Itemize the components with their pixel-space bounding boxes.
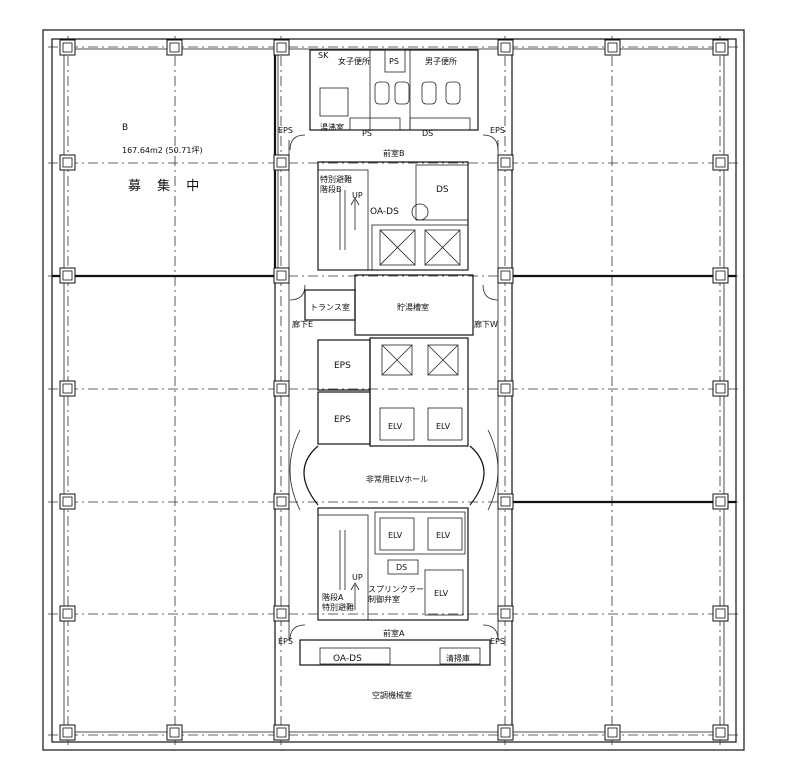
ds-top-label: DS (422, 129, 433, 138)
ps2-label: PS (362, 129, 372, 138)
mens-restroom-label: 男子便所 (425, 56, 457, 66)
column (712, 605, 729, 622)
column (497, 154, 514, 171)
tenant-status-label: 募 集 中 (128, 178, 205, 194)
column (59, 605, 76, 622)
column (497, 493, 514, 510)
ds-low-label: DS (396, 563, 407, 572)
ac-room-label: 空調機械室 (372, 690, 412, 700)
eps-2-label: EPS (334, 415, 351, 425)
column (166, 724, 183, 741)
column (497, 605, 514, 622)
eps-sw-label: EPS (278, 637, 293, 646)
column (497, 39, 514, 56)
upper-core (317, 161, 469, 271)
transformer-room-label: トランス室 (310, 302, 350, 312)
column (712, 493, 729, 510)
column (273, 605, 290, 622)
womens-restroom-label: 女子便所 (338, 56, 370, 66)
sk-label: SK (318, 51, 329, 60)
building-outline (42, 29, 745, 751)
tenant-section-label: B (122, 123, 128, 133)
column (712, 154, 729, 171)
restroom-block (309, 49, 479, 131)
column (59, 267, 76, 284)
bottom-rooms (289, 134, 499, 666)
column (604, 724, 621, 741)
column (273, 724, 290, 741)
column (497, 380, 514, 397)
column (497, 724, 514, 741)
column (273, 493, 290, 510)
tenant-area-label: 167.64m2 (50.71坪) (122, 146, 203, 155)
column (166, 39, 183, 56)
column (604, 39, 621, 56)
mid-rooms (289, 274, 499, 336)
column (712, 267, 729, 284)
elv-hall (289, 429, 499, 511)
eps-nw-label: EPS (278, 126, 293, 135)
up-b-label: UP (352, 191, 363, 200)
column (59, 493, 76, 510)
columns (59, 39, 729, 741)
eps-1-label: EPS (334, 361, 351, 371)
oa-ds-low-label: OA-DS (333, 654, 362, 664)
elv-hall-label: 非常用ELVホール (366, 474, 428, 484)
ps-label: PS (389, 57, 399, 66)
front-room-a-label: 前室A (383, 628, 405, 638)
column (59, 724, 76, 741)
front-room-b-label: 前室B (383, 148, 405, 158)
corridor-w-label: 廊下W (474, 319, 498, 329)
special-evac-label: 特別避難 (322, 602, 354, 612)
elv-3-label: ELV (388, 531, 403, 540)
eps-ne-label: EPS (490, 126, 505, 135)
column (273, 154, 290, 171)
stair-a-label: 階段A (322, 592, 344, 602)
eps-se-label: EPS (490, 637, 505, 646)
oa-ds-mid-label: OA-DS (370, 207, 399, 217)
cleaning-room-label: 清掃庫 (446, 653, 470, 663)
mid-elevators (317, 337, 469, 447)
corridor-e-label: 廊下E (292, 319, 313, 329)
special-stair-b-label: 特別避難階段B (320, 174, 352, 194)
column (712, 39, 729, 56)
elv-4-label: ELV (436, 531, 451, 540)
elv-2-label: ELV (436, 422, 451, 431)
column (59, 380, 76, 397)
storage-room-label: 貯湯槽室 (397, 302, 429, 312)
column (273, 39, 290, 56)
up-a-label: UP (352, 573, 363, 582)
column (59, 39, 76, 56)
elv-1-label: ELV (388, 422, 403, 431)
column (273, 380, 290, 397)
hot-water-room-label: 湯沸室 (320, 122, 344, 132)
elv-5-label: ELV (434, 589, 449, 598)
stair-arrow-a (350, 582, 360, 610)
column (273, 267, 290, 284)
column (59, 154, 76, 171)
column (712, 380, 729, 397)
grid-lines (48, 36, 740, 745)
sprinkler-room-label: スプリンクラー制御弁室 (368, 585, 424, 604)
stair-arrow-b (350, 197, 360, 230)
ds-mid-label: DS (436, 185, 449, 195)
column (712, 724, 729, 741)
column (497, 267, 514, 284)
lower-core (317, 507, 469, 621)
